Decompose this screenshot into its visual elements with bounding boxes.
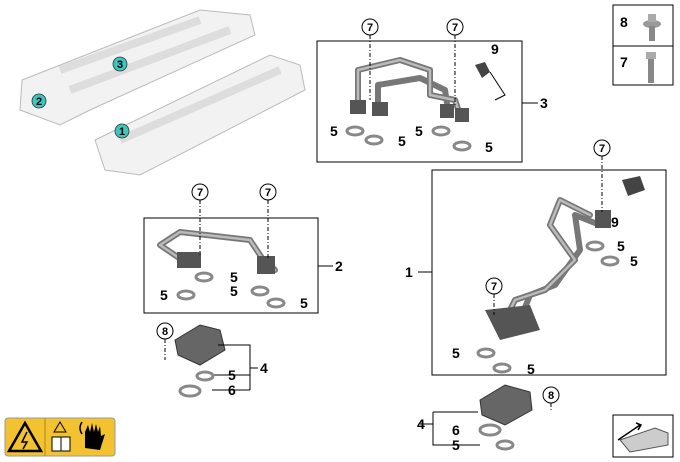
part-number-label: 5 — [485, 139, 493, 155]
fastener-legend: 8 7 — [612, 4, 674, 86]
pipe-assembly-1[interactable]: 1 — [405, 169, 667, 376]
part-label-1: 1 — [405, 264, 413, 280]
part-labels-6: 6 6 — [228, 382, 460, 438]
part-number-label: 5 — [527, 361, 535, 377]
pipe-assembly-3[interactable]: 3 — [316, 40, 548, 163]
battery-tray-overview — [19, 9, 306, 176]
part-number-label: 7 — [491, 281, 497, 293]
part-number-label: 5 — [398, 133, 406, 149]
legend-label-7: 7 — [620, 54, 628, 70]
marker-label: 2 — [36, 96, 42, 108]
part-number-label: 5 — [630, 253, 638, 269]
part-number-label: 8 — [162, 326, 168, 338]
part-number-label: 5 — [330, 123, 338, 139]
orientation-symbol — [612, 414, 674, 458]
part-number-label: 9 — [491, 41, 499, 57]
part-number-label: 7 — [197, 187, 203, 199]
marker-label: 1 — [119, 126, 125, 138]
part-number-label: 6 — [228, 382, 236, 398]
part-labels-5: 5 5 5 5 5 5 5 5 5 5 5 5 5 5 — [160, 123, 638, 453]
part-number-label: 5 — [452, 437, 460, 453]
part-number-label: 5 — [300, 295, 308, 311]
part-number-label: 7 — [265, 187, 271, 199]
callouts-8: 8 8 — [156, 322, 560, 412]
bolt-icon — [646, 52, 656, 83]
part-number-label: 5 — [230, 283, 238, 299]
read-manual-icon — [51, 421, 71, 452]
part-number-label: 5 — [230, 269, 238, 285]
overview-marker-3[interactable]: 3 — [112, 56, 128, 72]
part-number-label: 7 — [452, 22, 458, 34]
part-label-4: 4 — [417, 416, 425, 432]
marker-label: 3 — [117, 59, 123, 71]
bolt-with-washer-icon — [643, 14, 661, 41]
part-number-label: 8 — [548, 390, 554, 402]
pipe-assembly-2[interactable]: 2 — [143, 217, 343, 314]
part-number-label: 5 — [452, 345, 460, 361]
part-number-label: 5 — [415, 123, 423, 139]
part-label-3: 3 — [540, 95, 548, 111]
callouts-7: 7 7 7 7 7 7 — [191, 18, 611, 315]
part-number-label: 5 — [160, 287, 168, 303]
part-number-label: 5 — [617, 238, 625, 254]
o-rings — [176, 125, 620, 451]
electric-shock-hand-icon — [79, 421, 105, 450]
bracket-4-left[interactable]: 4 — [174, 324, 268, 391]
warning-label — [4, 417, 116, 457]
overview-marker-1[interactable]: 1 — [114, 123, 130, 139]
high-voltage-icon — [6, 420, 44, 453]
bracket-4-right[interactable]: 4 — [417, 384, 533, 446]
overview-marker-2[interactable]: 2 — [31, 93, 47, 109]
part-label-4: 4 — [260, 360, 268, 376]
part-number-label: 7 — [367, 22, 373, 34]
part-number-label: 9 — [611, 214, 619, 230]
part-number-label: 5 — [228, 367, 236, 383]
part-label-2: 2 — [335, 258, 343, 274]
legend-label-8: 8 — [620, 14, 628, 30]
part-number-label: 6 — [452, 422, 460, 438]
part-number-label: 7 — [599, 143, 605, 155]
part-labels-9: 9 9 — [491, 41, 619, 230]
